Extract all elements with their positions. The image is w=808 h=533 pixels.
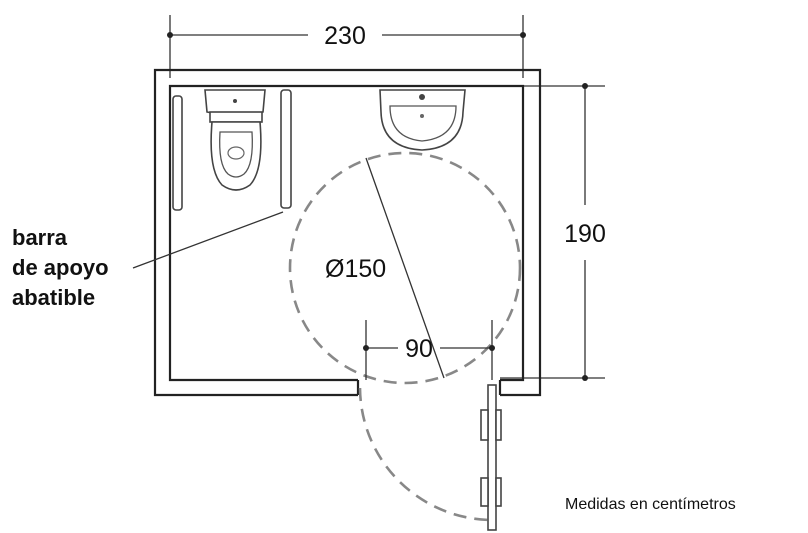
door-handle-upper-outer (495, 409, 502, 441)
height-label: 190 (564, 220, 606, 248)
door-leaf (487, 384, 497, 531)
walls (153, 68, 542, 397)
washbasin-icon (379, 89, 466, 151)
door-handle-lower (480, 477, 489, 507)
door-width-dimension: 90 (363, 320, 495, 380)
wall-grab-bar (172, 95, 183, 211)
door-swing (358, 384, 502, 531)
turning-diameter-label: Ø150 (325, 255, 386, 283)
units-note: Medidas en centímetros (565, 496, 736, 513)
width-dimension: 230 (167, 15, 526, 78)
folding-grab-bar (280, 89, 292, 209)
label-line-3: abatible (12, 285, 95, 310)
door-width-label: 90 (405, 335, 433, 363)
label-line-1: barra (12, 225, 68, 250)
grab-bar-callout: barra de apoyo abatible (12, 211, 284, 310)
toilet-icon (204, 89, 266, 191)
width-label: 230 (324, 22, 366, 50)
door-handle-lower-outer (495, 477, 502, 507)
turning-circle: Ø150 (288, 151, 522, 385)
door-handle-upper (480, 409, 489, 441)
label-line-2: de apoyo (12, 255, 109, 280)
height-dimension: 190 (500, 83, 606, 381)
